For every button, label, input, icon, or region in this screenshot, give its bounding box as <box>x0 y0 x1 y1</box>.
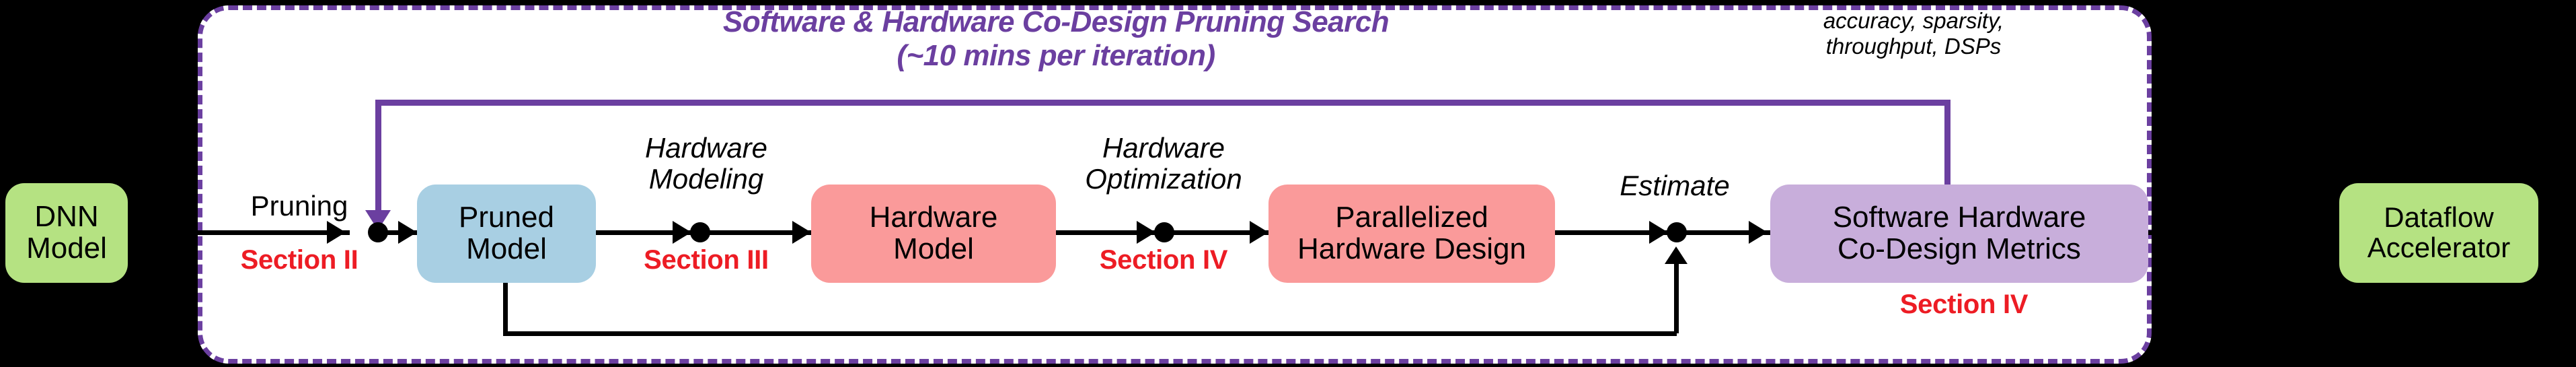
edge-hwopt-arrowhead-a-icon <box>1137 221 1156 244</box>
node-parallelized-hardware-design-line1: Parallelized <box>1335 201 1488 234</box>
edge-label-pruning: Pruning <box>250 190 348 222</box>
node-codesign-metrics[interactable]: Software Hardware Co-Design Metrics <box>1770 185 2148 283</box>
node-pruned-model-line2: Model <box>466 232 547 265</box>
edge-estimate-arrowhead-a-icon <box>1649 221 1668 244</box>
feedback-loop-top-segment <box>375 100 1950 106</box>
edge-metrics-to-frame-edge <box>2147 230 2179 235</box>
diagram-title-line1: Software & Hardware Co-Design Pruning Se… <box>722 5 1390 38</box>
node-dnn-model[interactable]: DNN Model <box>5 183 128 283</box>
section-label-2: Section II <box>240 245 358 275</box>
feedback-black-riser-to-estimate <box>1674 264 1679 333</box>
edge-label-hardware-optimization-line2: Optimization <box>1085 163 1242 195</box>
node-pruned-model-line1: Pruned <box>459 201 554 234</box>
feedback-black-bottom-segment <box>503 331 1677 336</box>
node-hardware-model[interactable]: Hardware Model <box>811 185 1056 283</box>
feedback-black-drop-from-pruned <box>503 280 508 336</box>
feedback-loop-left-drop <box>375 100 381 213</box>
node-hardware-model-line1: Hardware <box>869 201 998 234</box>
feedback-loop-right-riser <box>1944 100 1950 194</box>
node-pruned-model[interactable]: Pruned Model <box>417 185 596 283</box>
feedback-black-arrowhead-icon <box>1665 246 1688 264</box>
edge-pruned-arrowhead-icon <box>398 221 417 244</box>
junction-dot-estimate <box>1667 222 1687 242</box>
edge-label-hardware-optimization-line1: Hardware <box>1102 132 1225 164</box>
node-parallelized-hardware-design[interactable]: Parallelized Hardware Design <box>1268 185 1555 283</box>
section-label-4a: Section IV <box>1099 245 1228 275</box>
edge-label-estimate: Estimate <box>1620 170 1730 201</box>
edge-hwopt-arrowhead-b-icon <box>1250 221 1268 244</box>
node-codesign-metrics-line2: Co-Design Metrics <box>1838 232 2081 265</box>
junction-dot-hardware-modeling <box>690 222 710 242</box>
node-codesign-metrics-line1: Software Hardware <box>1832 201 2086 234</box>
junction-dot-pruning <box>368 222 388 242</box>
node-parallelized-hardware-design-line2: Hardware Design <box>1297 232 1526 265</box>
junction-dot-hardware-optimization <box>1154 222 1174 242</box>
edge-label-hardware-modeling-line1: Hardware <box>644 132 768 164</box>
section-label-3: Section III <box>644 245 769 275</box>
edge-hwmodeling-arrowhead-a-icon <box>673 221 691 244</box>
metrics-note-line2: throughput, DSPs <box>1825 34 2002 59</box>
metrics-note-line1: accuracy, sparsity, <box>1823 8 2004 33</box>
edge-hwmodeling-arrowhead-b-icon <box>792 221 811 244</box>
edge-dnn-arrowhead-icon <box>327 221 346 244</box>
edge-estimate-arrowhead-b-icon <box>1749 221 1768 244</box>
section-label-4b: Section IV <box>1899 290 2029 319</box>
diagram-title-line2: (~10 mins per iteration) <box>897 39 1215 72</box>
node-dataflow-accelerator-line1: Dataflow <box>2384 201 2494 234</box>
node-dataflow-accelerator-line2: Accelerator <box>2367 232 2511 263</box>
edge-dnn-to-junction <box>128 230 350 235</box>
node-dnn-model-line2: Model <box>26 232 107 265</box>
node-hardware-model-line2: Model <box>893 232 974 265</box>
node-dataflow-accelerator[interactable]: Dataflow Accelerator <box>2339 183 2538 283</box>
edge-label-hardware-modeling-line2: Modeling <box>648 163 764 195</box>
node-dnn-model-line1: DNN <box>34 200 99 234</box>
